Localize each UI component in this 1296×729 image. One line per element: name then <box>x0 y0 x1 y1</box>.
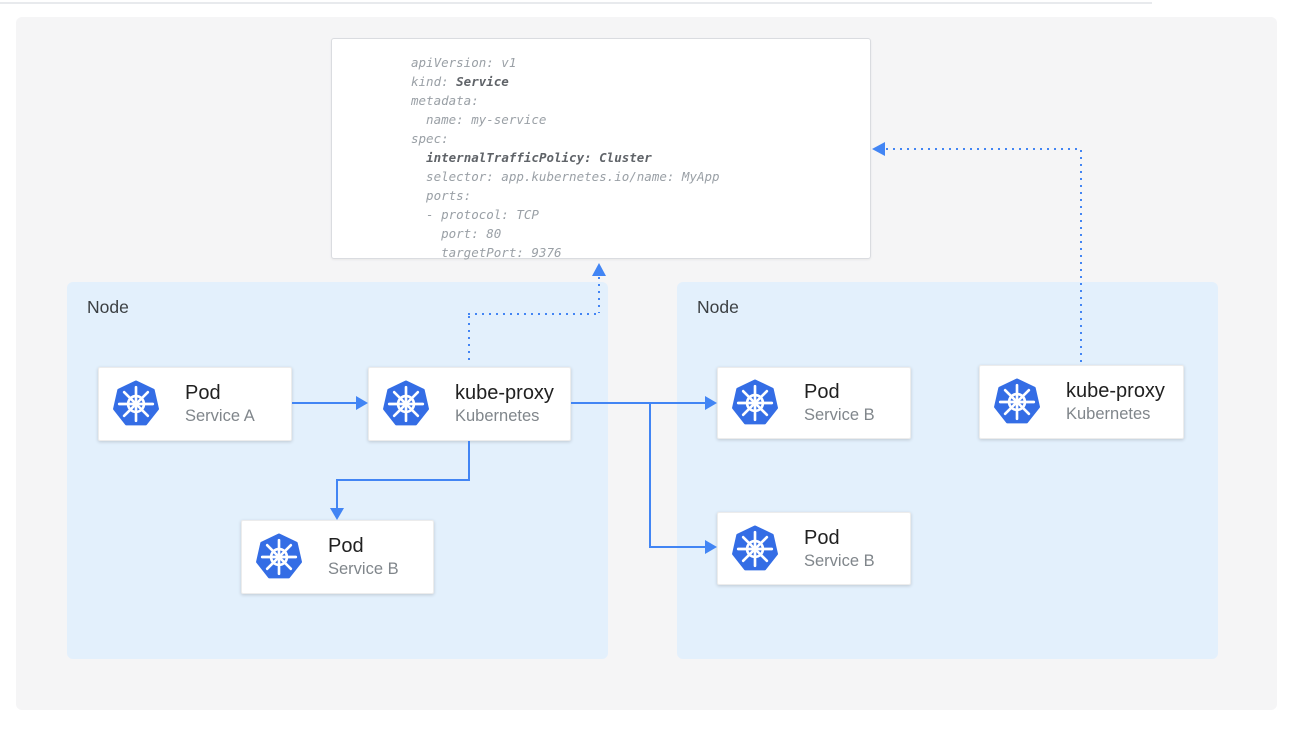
arrow-kubeproxy-to-podb-left-v2 <box>336 479 338 509</box>
arrow-poda-to-kubeproxy <box>292 402 356 404</box>
card-subtitle: Kubernetes <box>455 405 554 427</box>
yaml-code-line: ports: <box>411 186 870 205</box>
arrow-kubeproxy-to-podb-left-v1 <box>468 441 470 481</box>
arrowhead-right-icon <box>705 396 717 410</box>
node-box-right: Node Pod Service B Pod Service B kube-pr… <box>677 282 1218 659</box>
arrowhead-right-icon <box>356 396 368 410</box>
yaml-code-line: spec: <box>411 129 870 148</box>
card-title: Pod <box>804 526 875 550</box>
dotted-kubeproxy-right-to-spec-h <box>886 148 1082 150</box>
yaml-code-line: targetPort: 9376 <box>411 243 870 262</box>
kubernetes-icon <box>382 380 430 428</box>
card-subtitle: Service B <box>804 404 875 426</box>
yaml-code-line: selector: app.kubernetes.io/name: MyApp <box>411 167 870 186</box>
yaml-code-line: name: my-service <box>411 110 870 129</box>
kube-proxy-card-right: kube-proxy Kubernetes <box>979 365 1184 439</box>
arrowhead-up-icon <box>592 263 606 276</box>
kubernetes-icon <box>255 533 303 581</box>
pod-card-service-b-left: Pod Service B <box>241 520 434 594</box>
yaml-code-line: internalTrafficPolicy: Cluster <box>411 148 870 167</box>
kubernetes-icon <box>993 378 1041 426</box>
arrow-branch-to-podb-bottom-h <box>649 546 705 548</box>
top-divider <box>0 2 1152 4</box>
card-subtitle: Service A <box>185 405 255 427</box>
kubernetes-icon <box>731 379 779 427</box>
yaml-code-line: metadata: <box>411 91 870 110</box>
dotted-kubeproxy-right-to-spec-v <box>1080 150 1082 365</box>
pod-card-service-b-right-top: Pod Service B <box>717 367 911 439</box>
kubernetes-icon <box>731 525 779 573</box>
arrow-kubeproxy-to-podb-left-h <box>336 479 470 481</box>
dotted-kubeproxy-left-to-spec-h <box>468 313 600 315</box>
yaml-code-line: port: 80 <box>411 224 870 243</box>
yaml-code-line: apiVersion: v1 <box>411 53 870 72</box>
card-subtitle: Kubernetes <box>1066 403 1165 425</box>
pod-card-service-a: Pod Service A <box>98 367 292 441</box>
yaml-code: apiVersion: v1kind: Servicemetadata: nam… <box>411 53 870 262</box>
yaml-code-line: - protocol: TCP <box>411 205 870 224</box>
card-subtitle: Service B <box>328 558 399 580</box>
arrowhead-right-icon <box>705 540 717 554</box>
card-title: kube-proxy <box>455 381 554 405</box>
arrowhead-left-icon <box>872 142 885 156</box>
arrow-kubeproxy-to-right-node-h <box>571 402 705 404</box>
service-yaml-panel: apiVersion: v1kind: Servicemetadata: nam… <box>331 38 871 259</box>
dotted-kubeproxy-left-to-spec-v2 <box>598 277 600 313</box>
yaml-code-line: kind: Service <box>411 72 870 91</box>
kubernetes-icon <box>112 380 160 428</box>
dotted-kubeproxy-left-to-spec-v1 <box>468 316 470 365</box>
card-title: Pod <box>185 381 255 405</box>
pod-card-service-b-right-bottom: Pod Service B <box>717 512 911 585</box>
node-box-left: Node Pod Service A kube-proxy Kubernetes… <box>67 282 608 659</box>
node-label: Node <box>697 297 739 318</box>
arrow-branch-down-v <box>649 402 651 548</box>
card-title: Pod <box>328 534 399 558</box>
card-subtitle: Service B <box>804 550 875 572</box>
node-label: Node <box>87 297 129 318</box>
kube-proxy-card-left: kube-proxy Kubernetes <box>368 367 571 441</box>
arrowhead-down-icon <box>330 508 344 520</box>
card-title: kube-proxy <box>1066 379 1165 403</box>
card-title: Pod <box>804 380 875 404</box>
